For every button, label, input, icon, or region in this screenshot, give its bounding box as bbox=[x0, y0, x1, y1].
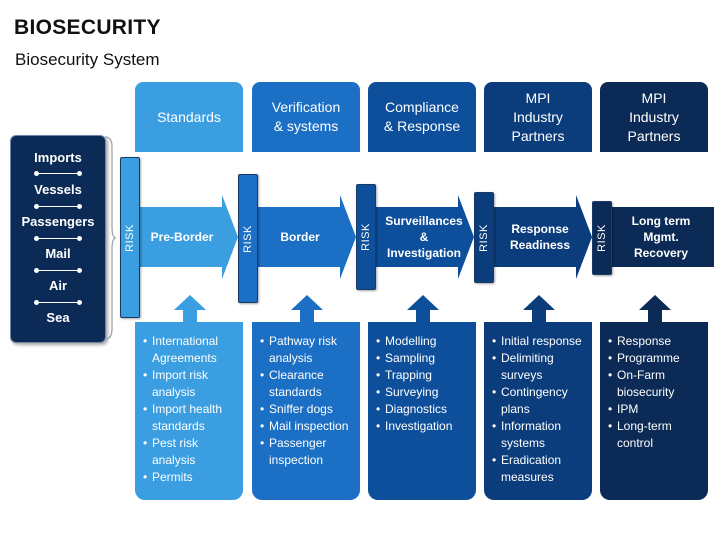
list-long-term: ResponseProgrammeOn-Farm biosecurityIPML… bbox=[600, 322, 708, 500]
list-item: IPM bbox=[608, 401, 704, 418]
list-response-readiness: Initial responseDelimiting surveysContin… bbox=[484, 322, 592, 500]
list-item: Pest risk analysis bbox=[143, 435, 239, 469]
risk-bar-4: RISK bbox=[474, 192, 494, 283]
list-item: Sampling bbox=[376, 350, 472, 367]
list-item: Import health standards bbox=[143, 401, 239, 435]
list-standards: International AgreementsImport risk anal… bbox=[135, 322, 243, 500]
list-item: Eradication measures bbox=[492, 452, 588, 486]
list-item: Programme bbox=[608, 350, 704, 367]
up-arrow-5 bbox=[639, 295, 671, 324]
header-standards: Standards bbox=[135, 82, 243, 152]
up-arrow-4 bbox=[523, 295, 555, 324]
up-arrow-2 bbox=[291, 295, 323, 324]
risk-label: RISK bbox=[360, 223, 372, 251]
risk-label: RISK bbox=[242, 224, 254, 253]
stage-surveillance: Surveillances & Investigation bbox=[385, 214, 463, 260]
arrow-response-readiness bbox=[490, 195, 592, 279]
risk-bar-3: RISK bbox=[356, 184, 376, 290]
list-item: Permits bbox=[143, 469, 239, 486]
source-imports: Imports bbox=[34, 150, 82, 165]
source-passengers: Passengers bbox=[21, 214, 95, 229]
list-item: Response bbox=[608, 333, 704, 350]
page-title: BIOSECURITY bbox=[14, 16, 161, 39]
list-item: Long-term control bbox=[608, 418, 704, 452]
brace-connector bbox=[104, 136, 117, 340]
header-mpi-partners-1: MPI Industry Partners bbox=[484, 82, 592, 152]
up-arrow-3 bbox=[407, 295, 439, 324]
source-sea: Sea bbox=[46, 310, 70, 325]
risk-label: RISK bbox=[478, 223, 490, 252]
risk-bar-2: RISK bbox=[238, 174, 258, 303]
up-arrow-1 bbox=[174, 295, 206, 324]
arrow-surveillance bbox=[372, 195, 474, 279]
list-item: Pathway risk analysis bbox=[260, 333, 356, 367]
risk-label: RISK bbox=[124, 223, 136, 252]
list-item: Diagnostics bbox=[376, 401, 472, 418]
stage-long-term: Long term Mgmt. Recovery bbox=[631, 214, 691, 260]
stage-border: Border bbox=[280, 230, 320, 244]
source-divider bbox=[34, 268, 82, 273]
list-item: Initial response bbox=[492, 333, 588, 350]
list-item: Contingency plans bbox=[492, 384, 588, 418]
list-item: International Agreements bbox=[143, 333, 239, 367]
header-mpi-partners-2: MPI Industry Partners bbox=[600, 82, 708, 152]
list-item: On-Farm biosecurity bbox=[608, 367, 704, 401]
source-divider bbox=[34, 171, 82, 176]
risk-bar-5: RISK bbox=[592, 201, 612, 275]
list-item: Information systems bbox=[492, 418, 588, 452]
source-air: Air bbox=[48, 278, 68, 293]
risk-label: RISK bbox=[596, 224, 608, 252]
list-verification: Pathway risk analysisClearance standards… bbox=[252, 322, 360, 500]
list-item: Investigation bbox=[376, 418, 472, 435]
source-divider bbox=[34, 300, 82, 305]
source-divider bbox=[34, 236, 82, 241]
source-vessels: Vessels bbox=[34, 182, 82, 197]
source-mail: Mail bbox=[45, 246, 71, 261]
list-item: Trapping bbox=[376, 367, 472, 384]
list-item: Delimiting surveys bbox=[492, 350, 588, 384]
list-item: Mail inspection bbox=[260, 418, 356, 435]
header-compliance: Compliance & Response bbox=[368, 82, 476, 152]
stage-response-readiness: Response Readiness bbox=[509, 222, 571, 252]
list-item: Clearance standards bbox=[260, 367, 356, 401]
arrow-border bbox=[254, 195, 356, 279]
list-item: Passenger inspection bbox=[260, 435, 356, 469]
list-item: Surveying bbox=[376, 384, 472, 401]
risk-bar-1: RISK bbox=[120, 157, 140, 318]
list-compliance: ModellingSamplingTrappingSurveyingDiagno… bbox=[368, 322, 476, 500]
page-subtitle: Biosecurity System bbox=[15, 50, 160, 69]
list-item: Modelling bbox=[376, 333, 472, 350]
stage-pre-border: Pre-Border bbox=[150, 230, 214, 244]
list-item: Import risk analysis bbox=[143, 367, 239, 401]
source-divider bbox=[34, 204, 82, 209]
arrow-long-term bbox=[608, 207, 714, 267]
source-panel: Imports Vessels Passengers Mail Air Sea bbox=[10, 135, 106, 343]
arrow-pre-border bbox=[136, 195, 238, 279]
list-item: Sniffer dogs bbox=[260, 401, 356, 418]
header-verification: Verification & systems bbox=[252, 82, 360, 152]
